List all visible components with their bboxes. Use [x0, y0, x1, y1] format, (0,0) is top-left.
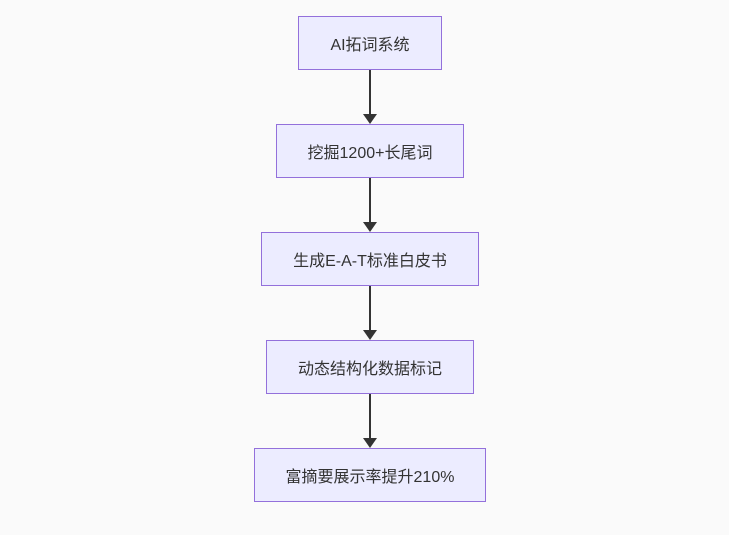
arrow-down-icon — [363, 114, 377, 124]
arrow-down-icon — [363, 438, 377, 448]
arrow-down-icon — [363, 222, 377, 232]
flow-node-label: 富摘要展示率提升210% — [285, 469, 455, 486]
edge-line — [369, 70, 371, 114]
flowchart-diagram: AI拓词系统 挖掘1200+长尾词 生成E-A-T标准白皮书 动态结构化数据标记 — [253, 16, 487, 502]
flow-node-label: 生成E-A-T标准白皮书 — [293, 253, 447, 270]
flow-node-label: 动态结构化数据标记 — [297, 361, 442, 378]
flow-node-structured-data-markup: 动态结构化数据标记 — [265, 340, 474, 394]
flow-edge-2 — [363, 178, 377, 232]
edge-line — [369, 178, 371, 222]
flow-edge-4 — [363, 394, 377, 448]
flow-node-label: AI拓词系统 — [330, 37, 410, 54]
flow-node-label: 挖掘1200+长尾词 — [307, 145, 433, 162]
edge-line — [369, 286, 371, 330]
edge-line — [369, 394, 371, 438]
flow-node-longtail-mining: 挖掘1200+长尾词 — [275, 124, 465, 178]
flow-node-ai-keyword-system: AI拓词系统 — [298, 16, 442, 70]
flow-node-rich-snippet-result: 富摘要展示率提升210% — [253, 448, 487, 502]
flow-node-eat-whitepaper: 生成E-A-T标准白皮书 — [261, 232, 479, 286]
arrow-down-icon — [363, 330, 377, 340]
flow-edge-3 — [363, 286, 377, 340]
flow-edge-1 — [363, 70, 377, 124]
